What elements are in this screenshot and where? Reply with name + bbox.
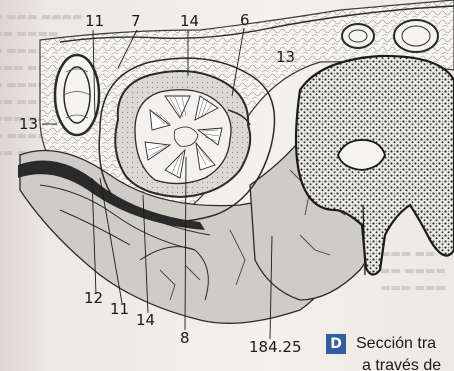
label-7: 7 — [131, 14, 141, 29]
label-13-right: 13 — [276, 50, 295, 65]
label-14-top: 14 — [180, 14, 199, 29]
label-12: 12 — [84, 291, 103, 306]
label-13-left: 13 — [19, 117, 38, 132]
label-184-25: 184.25 — [249, 340, 302, 355]
kidney — [115, 71, 250, 197]
label-11-top: 11 — [85, 14, 104, 29]
caption-line-2: a través de — [362, 357, 441, 371]
figure-caption: D Sección tra — [326, 334, 436, 354]
caption-badge: D — [326, 334, 346, 354]
caption-line-1: Sección tra — [356, 335, 436, 353]
label-11-bottom: 11 — [110, 302, 129, 317]
label-14-bottom: 14 — [136, 313, 155, 328]
vertebral-canal — [338, 140, 385, 170]
colon-loop — [55, 55, 99, 135]
label-8: 8 — [180, 331, 190, 346]
label-6: 6 — [240, 13, 250, 28]
